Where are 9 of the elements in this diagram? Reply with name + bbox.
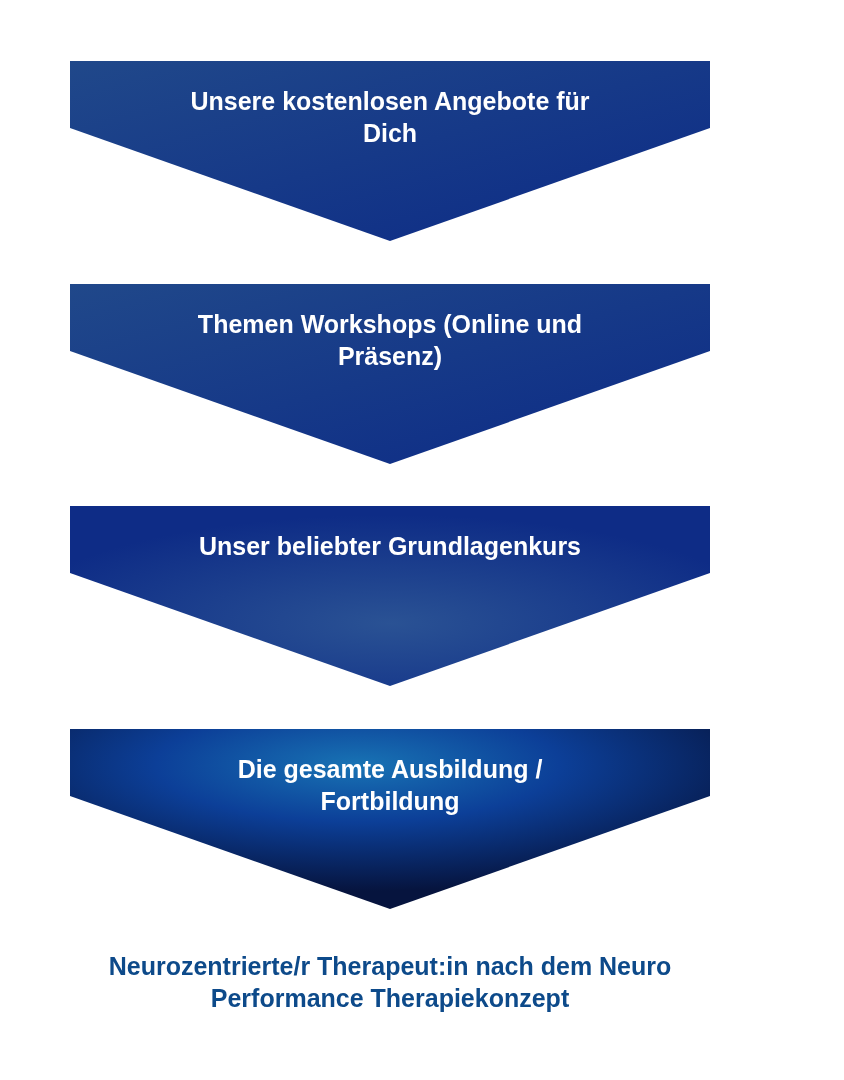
chevron-shape (70, 284, 710, 464)
caption: Neurozentrierte/r Therapeut:in nach dem Neuro Performance Therapiekonzept (107, 951, 673, 1014)
chevron-shape (70, 61, 710, 241)
chevron-shape (70, 506, 710, 686)
step-label: Themen Workshops (Online und Präsenz) (196, 309, 584, 372)
step-label: Unsere kostenlosen Angebote für Dich (189, 86, 591, 149)
step-label: Unser beliebter Grundlagenkurs (198, 531, 581, 562)
chevron-shape (70, 729, 710, 909)
step-label: Die gesamte Ausbildung / Fortbildung (236, 754, 544, 817)
